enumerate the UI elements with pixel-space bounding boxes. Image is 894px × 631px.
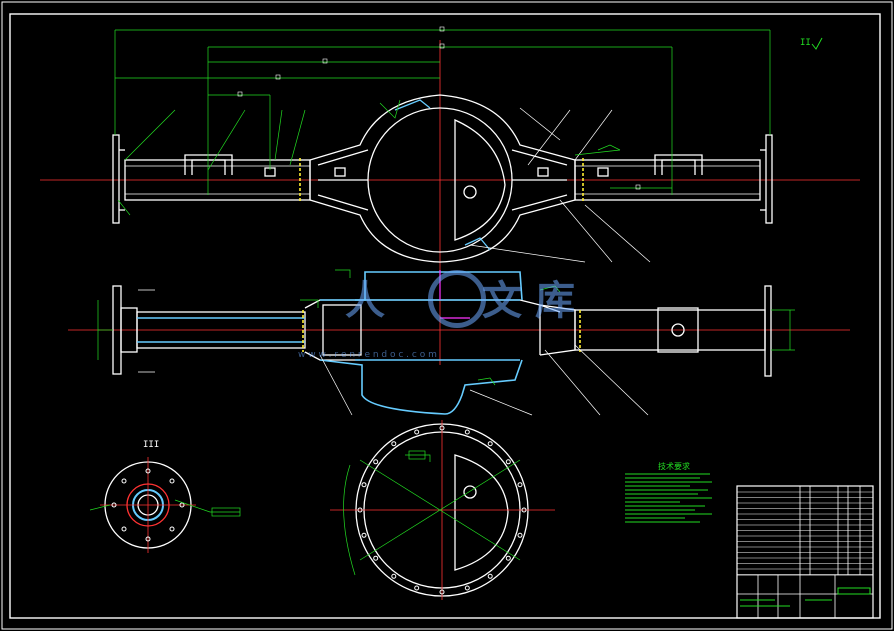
- flange-view-dimensions: [89, 499, 241, 517]
- watermark-url: w w w . r e n r e n d o c . c o m: [298, 350, 437, 360]
- roughness-symbol-icon: [811, 37, 823, 50]
- cover-bolt-hole: [391, 573, 397, 579]
- cover-bolt-hole: [517, 532, 523, 538]
- watermark-char-2: 文: [482, 278, 522, 324]
- section-view-welds: [302, 310, 581, 352]
- flange-view: [100, 457, 196, 553]
- cover-bolt-hole: [373, 555, 379, 561]
- front-view-dimensions: [114, 29, 771, 263]
- left-spring-seat: [184, 154, 233, 175]
- right-flange: [765, 134, 773, 224]
- title-block-green: [740, 587, 871, 607]
- title-block: [736, 485, 874, 619]
- cover-bolt-hole: [361, 482, 367, 488]
- watermark-char-3: 库: [535, 278, 575, 324]
- front-view: [40, 40, 860, 270]
- cover-bolt-hole: [505, 555, 511, 561]
- watermark-char-1: 人: [345, 278, 385, 324]
- cover-bolt-hole: [464, 585, 470, 591]
- cover-bolt-hole: [373, 459, 379, 465]
- left-flange: [112, 134, 120, 224]
- banjo-housing: [309, 94, 576, 263]
- cover-bolt-hole: [414, 585, 420, 591]
- right-spring-seat: [654, 154, 703, 175]
- cover-bolt-hole: [439, 425, 445, 431]
- technical-notes-header: 技术要求: [658, 462, 690, 471]
- flange-view-bolt-holes: [111, 468, 185, 542]
- view-mark-iii: III: [143, 440, 160, 450]
- title-block-rows: [737, 491, 873, 575]
- cover-bolt-hole: [521, 507, 527, 513]
- cover-view: [330, 420, 555, 600]
- differential-cover: [454, 118, 506, 241]
- technical-notes-lines: [625, 473, 712, 523]
- cover-bolt-hole: [517, 482, 523, 488]
- cover-view-bolt-holes: [357, 425, 527, 595]
- cover-bolt-hole: [505, 459, 511, 465]
- section-right-flange: [764, 285, 772, 377]
- watermark-logo-circle: [428, 270, 486, 328]
- cover-bolt-hole: [487, 573, 493, 579]
- view-mark-ii: II: [800, 38, 811, 48]
- front-view-welds: [299, 158, 584, 202]
- cover-bolt-hole: [414, 429, 420, 435]
- front-view-tick-labels: [237, 26, 641, 190]
- cover-bolt-hole: [464, 429, 470, 435]
- inner-border: [9, 13, 881, 619]
- cover-bolt-hole: [361, 532, 367, 538]
- cover-view-dimensions: [343, 450, 521, 576]
- cover-bolt-hole: [487, 441, 493, 447]
- cover-bolt-hole: [391, 441, 397, 447]
- cover-bolt-hole: [439, 589, 445, 595]
- cover-bolt-hole: [357, 507, 363, 513]
